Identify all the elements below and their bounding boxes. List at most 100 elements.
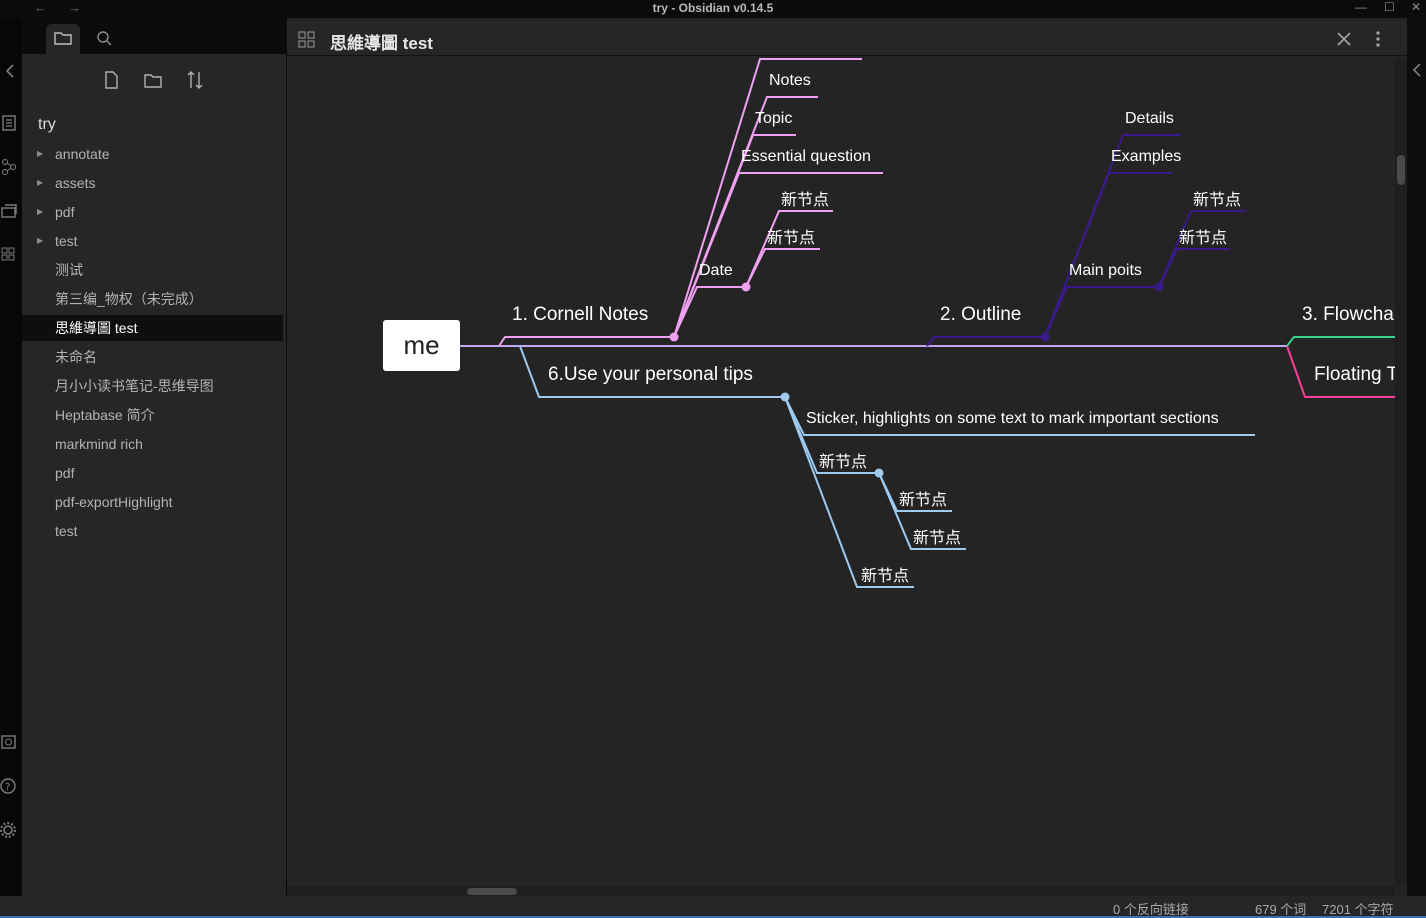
- mindmap-edge: [1286, 345, 1395, 398]
- vertical-scroll-thumb[interactable]: [1397, 155, 1405, 185]
- back-icon[interactable]: ←: [34, 0, 47, 15]
- sort-icon[interactable]: [183, 68, 207, 92]
- tree-folder[interactable]: ▶ test: [22, 228, 283, 254]
- mindmap-canvas[interactable]: me 1. Cornell Notes Notes Topic Essentia…: [287, 58, 1395, 886]
- collapse-sidebar-icon[interactable]: [0, 60, 22, 82]
- node-tips-sub-child-1[interactable]: 新节点: [899, 492, 948, 509]
- node-personal-tips[interactable]: 6.Use your personal tips: [548, 364, 753, 385]
- node-floating[interactable]: Floating T: [1314, 364, 1395, 385]
- node-cornell-notes[interactable]: 1. Cornell Notes: [512, 304, 649, 325]
- tree-folder[interactable]: ▶assets: [22, 170, 283, 196]
- expand-right-sidebar-icon[interactable]: [1411, 62, 1423, 78]
- mindmap-edge: [784, 396, 914, 588]
- tree-file[interactable]: 思維導圖 test: [22, 315, 283, 341]
- settings-icon[interactable]: [0, 819, 22, 841]
- collapse-node-dot[interactable]: [669, 332, 679, 342]
- tree-file[interactable]: pdf-exportHighlight: [22, 489, 283, 515]
- mindmap-edge: [673, 96, 818, 338]
- node-date-child-2[interactable]: 新节点: [767, 230, 816, 247]
- tree-file[interactable]: markmind rich: [22, 431, 283, 457]
- caret-right-icon[interactable]: ▶: [37, 149, 44, 158]
- node-main-child-1[interactable]: 新节点: [1193, 192, 1242, 209]
- sidebar-tab-bar: [22, 18, 286, 54]
- horizontal-scroll-thumb[interactable]: [467, 888, 517, 895]
- tree-folder[interactable]: ▶annotate: [22, 141, 283, 167]
- vault-icon[interactable]: [0, 731, 22, 753]
- status-backlinks[interactable]: 0 个反向链接: [1113, 902, 1189, 917]
- caret-right-icon[interactable]: ▶: [37, 236, 44, 245]
- mindmap-edge: [498, 336, 674, 347]
- tree-item-label: pdf: [55, 465, 75, 481]
- collapse-node-dot[interactable]: [780, 392, 790, 402]
- tree-item-label: test: [55, 233, 78, 249]
- mindmap-view-icon[interactable]: [297, 30, 317, 50]
- collapse-node-dot[interactable]: [874, 468, 884, 478]
- tree-item-label: pdf-exportHighlight: [55, 494, 173, 510]
- tab-search[interactable]: [88, 24, 122, 54]
- mindmap-edge: [1044, 286, 1159, 338]
- mindmap-edge: [878, 472, 966, 550]
- tree-item-label: 未命名: [55, 349, 97, 365]
- view-title[interactable]: 思維導圖 test: [330, 34, 433, 53]
- mindmap-icon[interactable]: [0, 244, 22, 266]
- collapse-node-dot[interactable]: [741, 282, 751, 292]
- node-notes[interactable]: Notes: [769, 72, 811, 89]
- graph-view-icon[interactable]: [0, 156, 22, 178]
- node-examples[interactable]: Examples: [1111, 148, 1182, 165]
- caret-right-icon[interactable]: ▶: [37, 207, 44, 216]
- maximize-button[interactable]: ☐: [1384, 0, 1395, 14]
- node-outline[interactable]: 2. Outline: [940, 304, 1022, 325]
- window-close-button[interactable]: ✕: [1411, 0, 1422, 14]
- tree-file[interactable]: pdf: [22, 460, 283, 486]
- tree-file[interactable]: test: [22, 518, 283, 544]
- forward-icon[interactable]: →: [68, 0, 81, 15]
- tree-item-label: markmind rich: [55, 436, 143, 452]
- close-icon[interactable]: [1336, 31, 1352, 47]
- tree-file[interactable]: Heptabase 简介: [22, 402, 283, 428]
- window-title: try - Obsidian v0.14.5: [652, 1, 774, 15]
- minimize-button[interactable]: —: [1355, 0, 1367, 14]
- switcher-icon[interactable]: [0, 112, 22, 134]
- node-date[interactable]: Date: [699, 262, 733, 279]
- node-tips-child-1[interactable]: 新节点: [819, 454, 868, 471]
- new-folder-icon[interactable]: [141, 68, 165, 92]
- horizontal-scrollbar[interactable]: [287, 886, 1395, 896]
- tree-file[interactable]: 未命名: [22, 344, 283, 370]
- mindmap-root-node[interactable]: me: [383, 320, 460, 371]
- mindmap-edge: [926, 336, 1045, 347]
- node-topic[interactable]: Topic: [755, 110, 793, 127]
- cards-icon[interactable]: [0, 200, 22, 222]
- tree-folder[interactable]: ▶pdf: [22, 199, 283, 225]
- mindmap-edge: [1158, 210, 1246, 288]
- tree-item-label: 思維導圖 test: [55, 320, 138, 336]
- status-char-count: 7201 个字符: [1322, 902, 1394, 917]
- tree-item-label: 第三编_物权（未完成）: [55, 291, 203, 307]
- new-note-icon[interactable]: [99, 68, 123, 92]
- vault-name[interactable]: try: [38, 116, 56, 133]
- node-main-poits[interactable]: Main poits: [1069, 262, 1142, 279]
- node-sticker-highlights[interactable]: Sticker, highlights on some text to mark…: [806, 410, 1219, 427]
- svg-text:?: ?: [5, 782, 10, 793]
- node-tips-sub-child-2[interactable]: 新节点: [913, 530, 962, 547]
- tab-file-explorer[interactable]: [46, 24, 80, 54]
- search-icon: [97, 31, 112, 46]
- caret-right-icon[interactable]: ▶: [37, 178, 44, 187]
- tree-file[interactable]: 测试: [22, 257, 283, 283]
- node-essential-question[interactable]: Essential question: [741, 148, 871, 165]
- right-sidebar-collapsed: [1407, 18, 1426, 896]
- node-tips-child-2[interactable]: 新节点: [861, 568, 910, 585]
- node-flowchart[interactable]: 3. Flowcha: [1302, 304, 1394, 325]
- help-icon[interactable]: ?: [0, 775, 22, 797]
- collapse-node-dot[interactable]: [1154, 282, 1164, 292]
- node-main-child-2[interactable]: 新节点: [1179, 230, 1228, 247]
- mindmap-edge: [745, 248, 820, 288]
- more-options-icon[interactable]: [1374, 30, 1382, 48]
- node-details[interactable]: Details: [1125, 110, 1174, 127]
- mindmap-edge: [1044, 172, 1172, 338]
- vertical-scrollbar[interactable]: [1395, 58, 1407, 886]
- tree-file[interactable]: 月小小读书笔记-思维导图: [22, 373, 283, 399]
- collapse-node-dot[interactable]: [1040, 332, 1050, 342]
- node-date-child-1[interactable]: 新节点: [781, 192, 830, 209]
- tree-file[interactable]: 第三编_物权（未完成）: [22, 286, 283, 312]
